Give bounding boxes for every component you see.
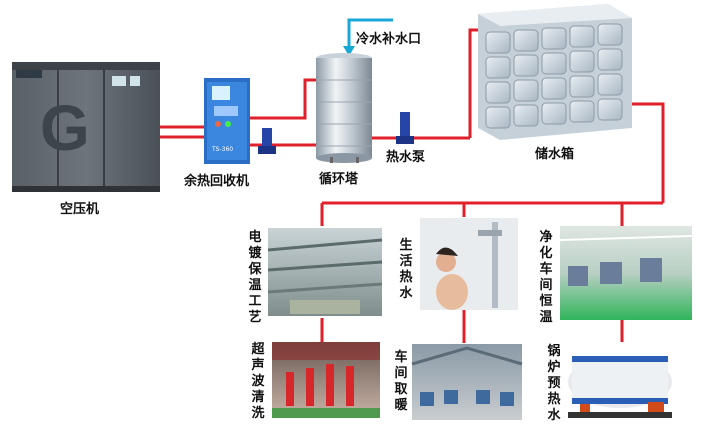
use-electroplating-label: 电镀保温工艺 (248, 230, 262, 325)
photo-boiler (568, 356, 672, 418)
compressor-label: 空压机 (60, 202, 100, 217)
tank-panel (569, 25, 595, 48)
photo-shower (420, 218, 518, 310)
recovery-pump (258, 128, 276, 154)
cold-water-inlet-label: 冷水补水口 (356, 32, 422, 47)
tank-panel (569, 75, 595, 98)
tank-panel (541, 27, 567, 50)
use-domestic-hot-water-label: 生活热水 (399, 238, 413, 301)
tank-panel (597, 73, 623, 96)
tank-panel (597, 48, 623, 71)
tank-panel (541, 102, 567, 125)
cooling-tower (316, 53, 372, 163)
photo-ultrasonic (272, 342, 380, 418)
photo-cleanroom (559, 226, 693, 320)
tank-panel (513, 104, 539, 127)
tank-panel (485, 31, 511, 54)
tank-panel (569, 100, 595, 123)
tank-panel (513, 79, 539, 102)
tank-panel (513, 54, 539, 77)
use-workshop-heating-label: 车间取暖 (394, 350, 408, 413)
tank-panel (597, 98, 623, 121)
hot-water-pump (396, 112, 414, 144)
pipe-network (160, 28, 665, 343)
use-cleanroom-label: 净化车间恒温 (539, 230, 553, 325)
tank-panel (597, 23, 623, 46)
tank-panel (541, 77, 567, 100)
inlet-arrow-icon (343, 46, 355, 56)
svg-text:G: G (40, 92, 90, 164)
tank-panel (485, 106, 511, 129)
use-ultrasonic-cleaning-label: 超声波清洗 (251, 342, 265, 421)
use-boiler-preheat-label: 锅炉预热水 (547, 344, 561, 423)
tank-panel (513, 29, 539, 52)
tank-panel (541, 52, 567, 75)
photo-electroplating (267, 228, 383, 316)
hot-water-pump-label: 热水泵 (386, 150, 426, 165)
cooling-tower-label: 循环塔 (319, 172, 359, 187)
tank-panel (569, 50, 595, 73)
air-compressor: G (12, 62, 160, 192)
recovery-model-label: TS-360 (212, 146, 234, 153)
storage-tank-label: 储水箱 (535, 147, 575, 162)
heat-recovery-label: 余热回收机 (184, 174, 250, 189)
tank-panel (485, 81, 511, 104)
storage-tank (478, 4, 632, 140)
cold-water-inlet-pipe (347, 18, 393, 48)
heat-recovery-unit (204, 78, 250, 164)
tank-panel (485, 56, 511, 79)
photo-workshop (411, 344, 523, 420)
